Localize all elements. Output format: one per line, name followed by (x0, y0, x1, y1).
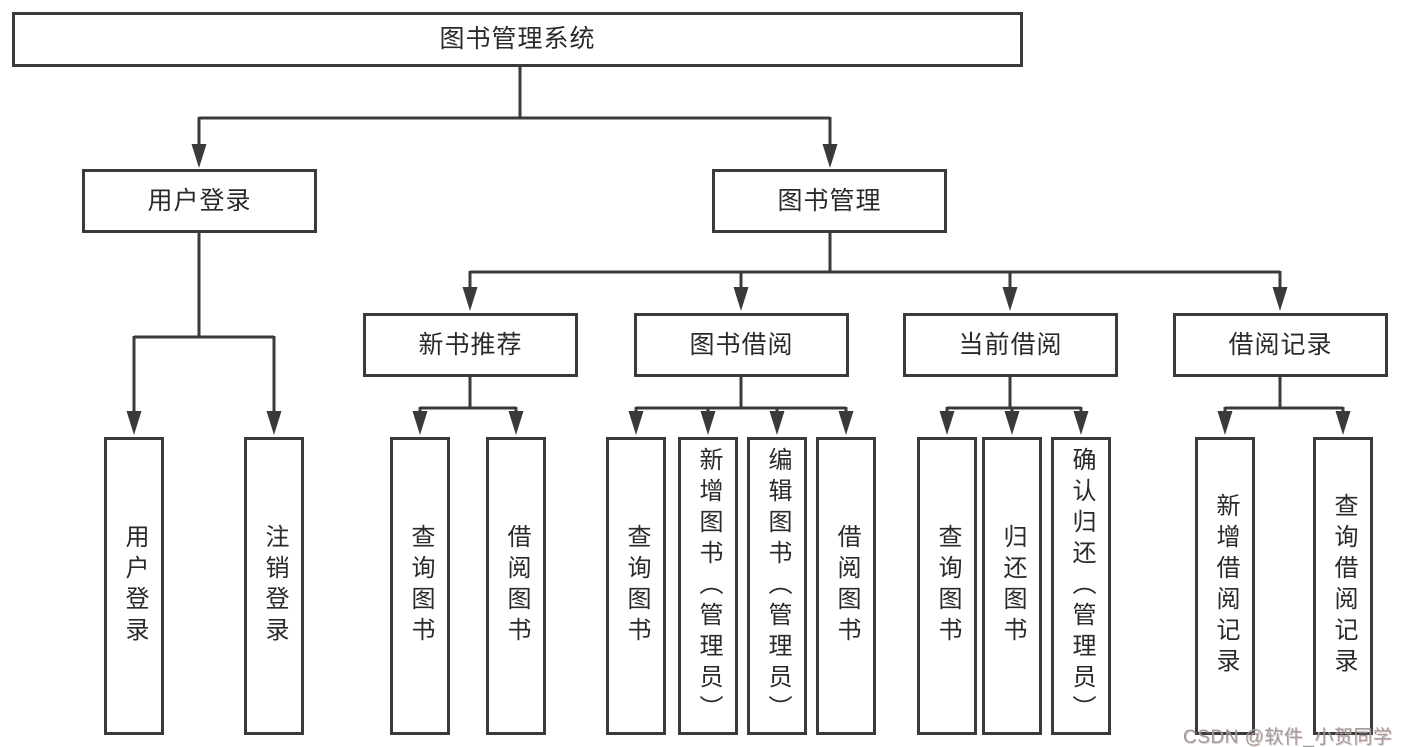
leaf-borrow-books-recommend-label: 借阅图书 (503, 524, 530, 648)
leaf-borrow-books: 借阅图书 (816, 437, 876, 735)
leaf-query-borrow-record: 查询借阅记录 (1313, 437, 1373, 735)
connector-current-borrow (945, 377, 1083, 414)
leaf-query-books-borrow: 查询图书 (606, 437, 666, 735)
leaf-borrow-books-recommend: 借阅图书 (486, 437, 546, 735)
leaf-user-login: 用户登录 (104, 437, 164, 735)
node-new-book-recommend-label: 新书推荐 (418, 330, 523, 359)
node-current-borrow: 当前借阅 (903, 313, 1118, 377)
node-book-borrow-label: 图书借阅 (689, 330, 794, 359)
leaf-borrow-books-label: 借阅图书 (833, 524, 860, 648)
leaf-edit-books-admin: 编辑图书（管理员） (747, 437, 807, 735)
connector-book-management (468, 233, 1282, 289)
leaf-user-login-label: 用户登录 (121, 524, 148, 648)
node-user-login: 用户登录 (82, 169, 317, 233)
node-book-borrow: 图书借阅 (634, 313, 849, 377)
connector-new-book (418, 377, 518, 414)
leaf-confirm-return-admin-label: 确认归还（管理员） (1068, 446, 1095, 726)
leaf-logout: 注销登录 (244, 437, 304, 735)
leaf-query-books-borrow-label: 查询图书 (623, 524, 650, 648)
node-borrow-records-label: 借阅记录 (1228, 330, 1333, 359)
leaf-confirm-return-admin: 确认归还（管理员） (1051, 437, 1111, 735)
node-user-login-label: 用户登录 (147, 186, 252, 215)
node-current-borrow-label: 当前借阅 (958, 330, 1063, 359)
leaf-query-books-current-label: 查询图书 (934, 524, 961, 648)
leaf-edit-books-admin-label: 编辑图书（管理员） (764, 446, 791, 726)
leaf-logout-label: 注销登录 (261, 524, 288, 648)
leaf-query-borrow-record-label: 查询借阅记录 (1330, 493, 1357, 679)
connector-user-login (132, 233, 276, 413)
leaf-add-borrow-record: 新增借阅记录 (1195, 437, 1255, 735)
leaf-return-books: 归还图书 (982, 437, 1042, 735)
connector-book-borrow (634, 377, 848, 414)
node-library-system-label: 图书管理系统 (439, 25, 596, 53)
leaf-add-borrow-record-label: 新增借阅记录 (1212, 493, 1239, 679)
node-book-management-label: 图书管理 (777, 186, 882, 215)
connector-borrow-records (1223, 377, 1345, 414)
node-borrow-records: 借阅记录 (1173, 313, 1388, 377)
leaf-return-books-label: 归还图书 (999, 524, 1026, 648)
node-book-management: 图书管理 (712, 169, 947, 233)
connector-root (197, 67, 832, 146)
leaf-query-books-recommend: 查询图书 (390, 437, 450, 735)
arrowheads (126, 144, 1351, 435)
leaf-add-books-admin-label: 新增图书（管理员） (695, 446, 722, 726)
leaf-add-books-admin: 新增图书（管理员） (678, 437, 738, 735)
csdn-watermark: CSDN @软件_小贺同学 (1183, 727, 1393, 747)
leaf-query-books-current: 查询图书 (917, 437, 977, 735)
leaf-query-books-recommend-label: 查询图书 (407, 524, 434, 648)
node-library-system: 图书管理系统 (12, 12, 1023, 67)
node-new-book-recommend: 新书推荐 (363, 313, 578, 377)
